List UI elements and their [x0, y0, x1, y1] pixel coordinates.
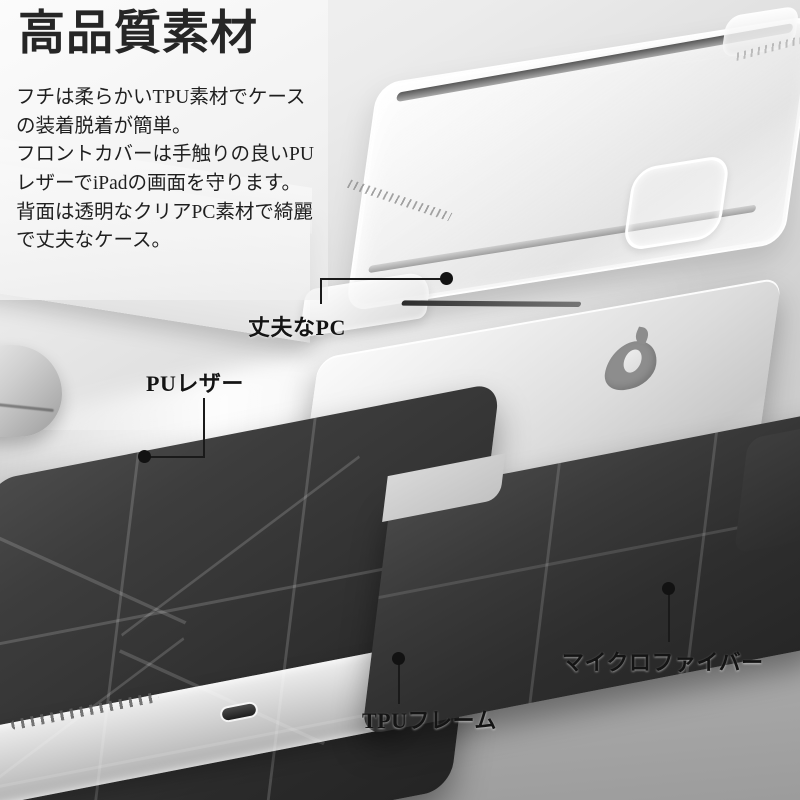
- callout-label-pu: PUレザー: [146, 371, 244, 396]
- description-line: フチは柔らかいTPU素材でケースの装着脱着が簡単。: [16, 87, 306, 137]
- callout-dot-pu: [138, 450, 151, 463]
- pc-case-body: [345, 14, 800, 313]
- callout-label-tpu: TPUフレーム: [362, 708, 497, 733]
- callout-dot-tpu: [392, 652, 405, 665]
- callout-dot-microfiber: [662, 582, 675, 595]
- apple-logo-icon: [602, 324, 664, 394]
- callout-leader-line-pc: [320, 278, 322, 304]
- stylus-pen: [401, 300, 582, 308]
- callout-dot-pc: [440, 272, 453, 285]
- description-panel: 高品質素材 フチは柔らかいTPU素材でケースの装着脱着が簡単。 フロントカバーは…: [0, 0, 328, 300]
- description-text: フチは柔らかいTPU素材でケースの装着脱着が簡単。 フロントカバーは手触りの良い…: [16, 84, 322, 256]
- callout-label-pc: 丈夫なPC: [248, 315, 346, 340]
- description-line: フロントカバーは手触りの良いPUレザーでiPadの画面を守ります。: [16, 144, 314, 194]
- callout-label-microfiber: マイクロファイバー: [562, 650, 764, 675]
- callout-leader-line-tpu: [398, 662, 400, 704]
- callout-leader-line-pu: [145, 456, 205, 458]
- callout-leader-line-pc: [320, 278, 446, 280]
- description-line: 背面は透明なクリアPC素材で綺麗で丈夫なケース。: [16, 201, 313, 252]
- page-title: 高品質素材: [18, 8, 258, 60]
- callout-leader-line-pu: [203, 398, 205, 458]
- callout-leader-line-microfiber: [668, 590, 670, 642]
